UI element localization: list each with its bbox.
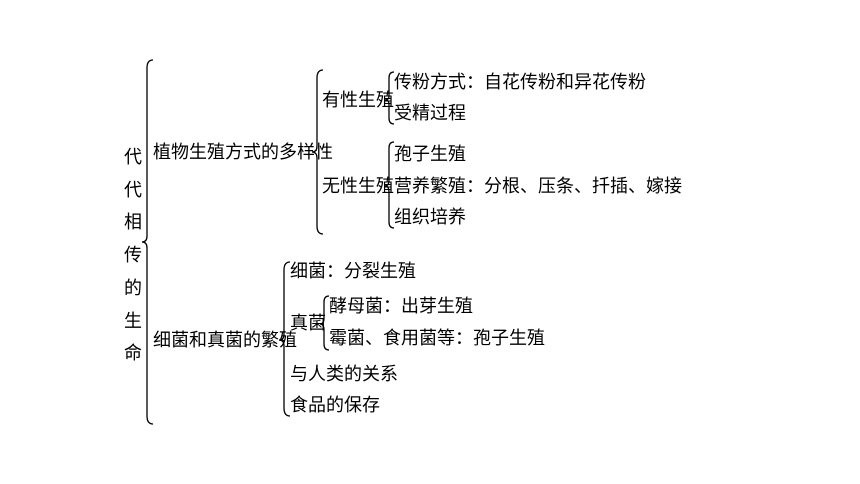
sexual-brace [384, 71, 395, 125]
asexual-brace [384, 141, 395, 229]
root-char: 生 [124, 310, 142, 332]
plant-brace [311, 69, 324, 235]
asexual-item: 孢子生殖 [394, 144, 466, 165]
sexual-item: 传粉方式：自花传粉和异花传粉 [394, 72, 646, 93]
plant-label: 植物生殖方式的多样性 [153, 142, 333, 163]
fungi-label: 真菌 [290, 313, 326, 334]
root-char: 传 [124, 245, 142, 267]
fungi-item: 霉菌、食用菌等：孢子生殖 [329, 328, 545, 349]
root-char: 命 [124, 343, 142, 365]
root-brace [141, 59, 154, 425]
fungi-brace [319, 295, 330, 351]
microbe-label: 细菌和真菌的繁殖 [153, 330, 297, 351]
relation-item: 与人类的关系 [290, 364, 398, 385]
bacteria-item: 细菌：分裂生殖 [290, 261, 416, 282]
fungi-item: 酵母菌：出芽生殖 [329, 296, 473, 317]
asexual-item: 营养繁殖：分根、压条、扦插、嫁接 [394, 176, 682, 197]
sexual-label: 有性生殖 [322, 90, 394, 111]
asexual-item: 组织培养 [394, 207, 466, 228]
sexual-item: 受精过程 [394, 103, 466, 124]
root-char: 的 [124, 277, 142, 299]
root-char: 代 [124, 147, 142, 168]
preservation-item: 食品的保存 [290, 395, 380, 416]
asexual-label: 无性生殖 [322, 176, 394, 197]
root-char: 代 [124, 179, 142, 201]
root-label: 代 代 相 传 的 生 命 [120, 142, 146, 371]
root-char: 相 [124, 212, 142, 234]
microbe-brace [278, 261, 291, 417]
